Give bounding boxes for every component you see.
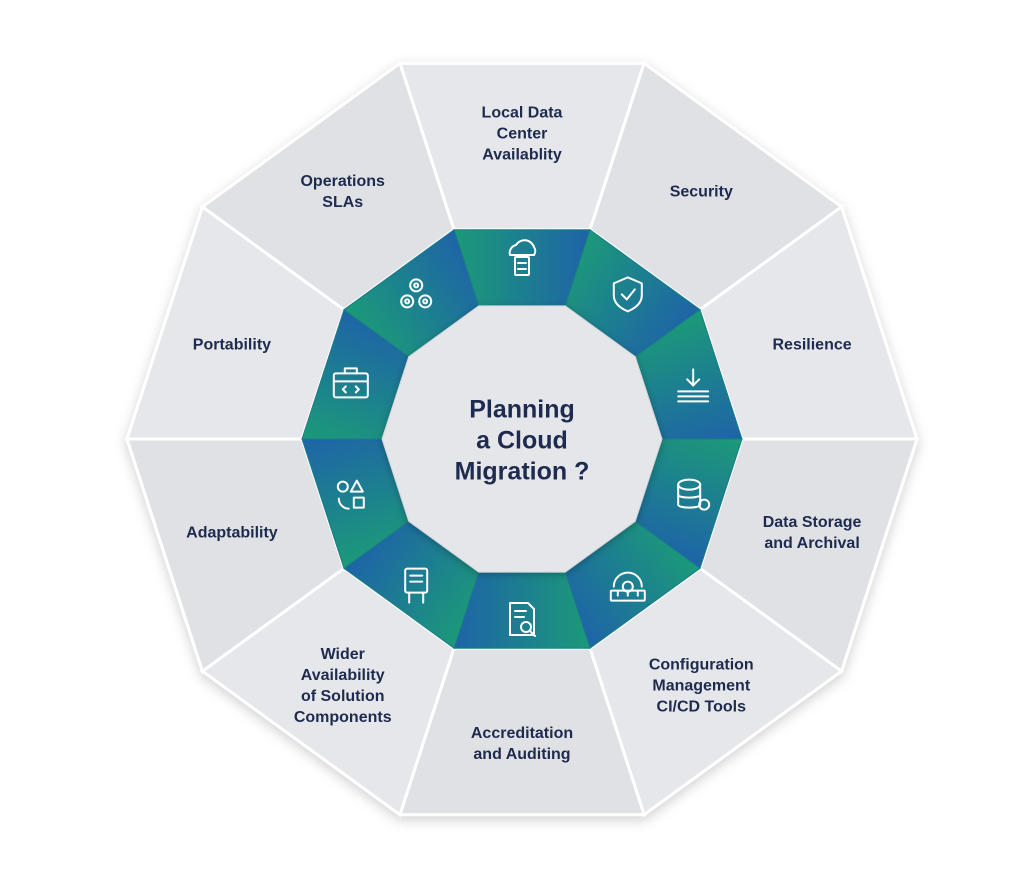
database-gear-icon bbox=[677, 478, 711, 511]
gear-ruler-icon bbox=[609, 571, 646, 602]
segment-label: Security bbox=[670, 182, 733, 203]
segment-label: Data Storage and Archival bbox=[763, 512, 862, 554]
segment-label-line: Portability bbox=[192, 336, 272, 354]
segment-label-line: Availablity bbox=[482, 146, 562, 164]
segment-label: Resilience bbox=[772, 334, 851, 355]
diagram-title: Planning a Cloud Migration ? bbox=[455, 395, 590, 488]
segment-label-line: and Archival bbox=[764, 535, 860, 553]
inner-ring bbox=[301, 228, 743, 650]
segment-label: Accreditation and Auditing bbox=[471, 723, 573, 765]
segment-label-line: Management bbox=[652, 677, 751, 695]
center-panel bbox=[381, 305, 663, 573]
segment-label-line: CI/CD Tools bbox=[656, 698, 746, 716]
segment-label-line: Center bbox=[496, 125, 548, 143]
segment-label: Portability bbox=[193, 334, 271, 355]
code-briefcase-icon bbox=[332, 367, 369, 399]
segment-label-line: Components bbox=[293, 708, 392, 726]
segment-label-line: Resilience bbox=[772, 336, 852, 354]
gears-icon bbox=[400, 278, 433, 309]
title-line: Planning bbox=[469, 395, 575, 424]
segment-label-line: Configuration bbox=[648, 656, 754, 674]
segment-label-line: and Auditing bbox=[473, 746, 571, 763]
shapes-cycle-icon bbox=[336, 479, 365, 510]
segment-label-line: Local Data bbox=[481, 104, 563, 122]
segment-label-line: Accreditation bbox=[470, 725, 574, 742]
title-line: Migration ? bbox=[454, 457, 590, 486]
icon-group bbox=[332, 239, 711, 637]
kiosk-board-icon bbox=[404, 567, 429, 604]
outer-ring bbox=[124, 60, 920, 818]
segment-label: Adaptability bbox=[186, 523, 278, 544]
segment-label-line: Wider bbox=[320, 645, 365, 663]
download-layers-icon bbox=[677, 368, 710, 403]
segment-label-line: Availability bbox=[300, 666, 385, 684]
segment-label-line: of Solution bbox=[300, 687, 385, 705]
shield-check-icon bbox=[612, 276, 643, 313]
segment-label-line: Data Storage bbox=[762, 514, 862, 532]
segment-label-line: Operations bbox=[300, 173, 385, 191]
segment-label-line: Adaptability bbox=[186, 524, 278, 542]
document-search-icon bbox=[509, 602, 536, 637]
segment-label-line: SLAs bbox=[322, 194, 364, 212]
cloud-server-icon bbox=[508, 239, 537, 276]
center-decagon bbox=[381, 305, 663, 573]
title-line: a Cloud bbox=[476, 426, 568, 455]
segment-label-line: Security bbox=[669, 183, 733, 201]
